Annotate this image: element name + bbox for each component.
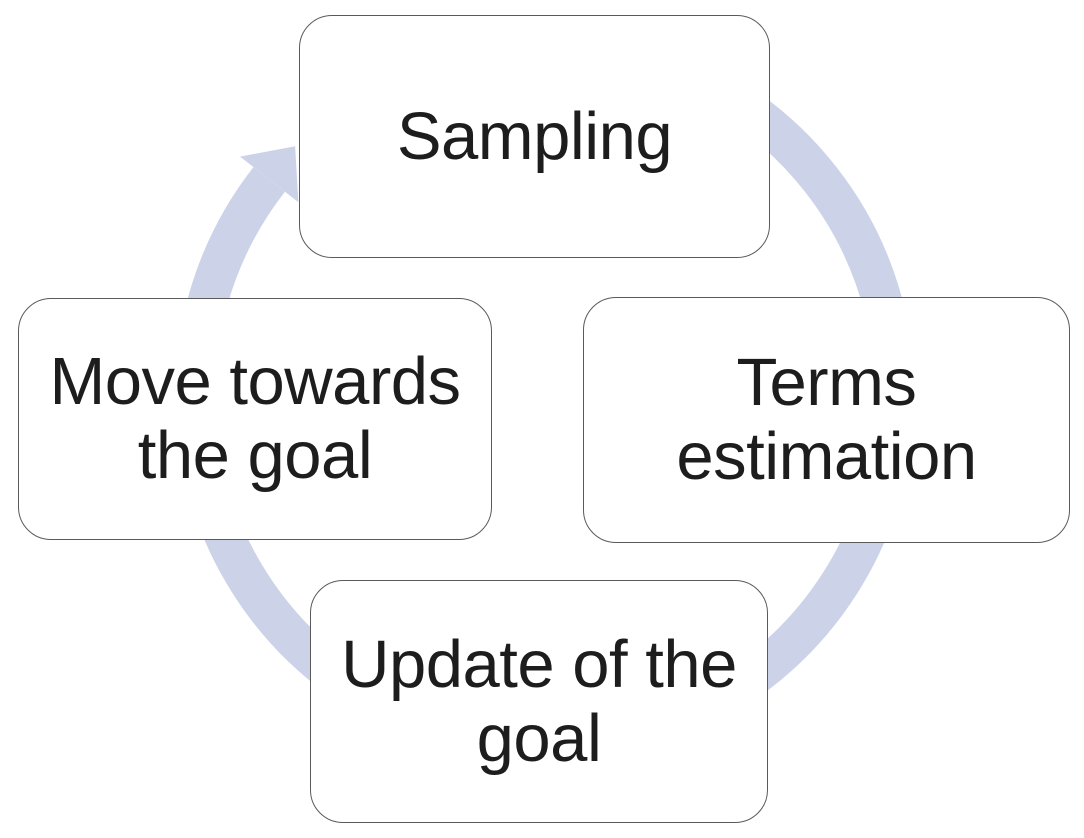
cycle-arrow-head-icon: [240, 146, 299, 203]
step-box-sampling: Sampling: [299, 15, 770, 258]
step-box-update-of-the-goal: Update of the goal: [310, 580, 768, 823]
step-box-move-towards-the-goal: Move towards the goal: [18, 298, 492, 540]
step-box-terms-estimation: Terms estimation: [583, 297, 1070, 543]
